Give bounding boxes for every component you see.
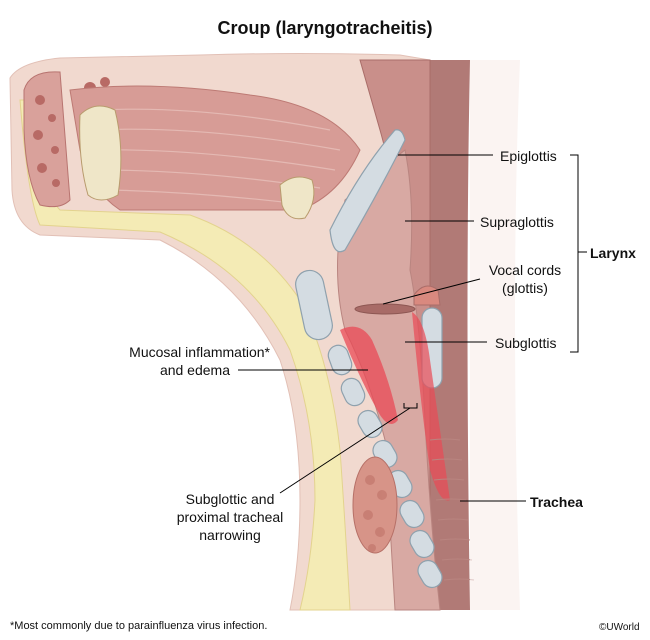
- label-trachea: Trachea: [530, 494, 583, 510]
- diagram-title: Croup (laryngotracheitis): [217, 18, 433, 38]
- label-epiglottis: Epiglottis: [500, 148, 557, 164]
- subglottic-edema-anterior: [340, 326, 398, 424]
- label-narrowing-line2: proximal tracheal: [176, 509, 284, 525]
- tongue-muscle: [69, 85, 361, 211]
- marrow-dots: [33, 77, 110, 187]
- label-subglottic-narrowing: Subglottic and proximal tracheal narrowi…: [165, 490, 295, 544]
- label-mucosal-line1: Mucosal inflammation*: [129, 344, 270, 360]
- label-narrowing-line1: Subglottic and: [185, 491, 275, 507]
- thyroid-gland: [352, 456, 398, 554]
- leader-lines: [238, 154, 587, 502]
- fat-layer: [19, 99, 351, 611]
- label-supraglottis: Supraglottis: [480, 214, 554, 230]
- hyoid-bone: [279, 176, 315, 220]
- jaw-bone: [79, 105, 122, 201]
- subglottic-edema-posterior: [412, 312, 450, 501]
- mandible: [23, 71, 71, 208]
- copyright: ©UWorld: [599, 622, 640, 633]
- label-subglottis: Subglottis: [495, 335, 557, 351]
- label-vocal-cords: Vocal cords (glottis): [480, 261, 570, 297]
- label-mucosal-inflammation: Mucosal inflammation* and edema: [95, 343, 270, 379]
- label-vocal-cords-line1: Vocal cords: [488, 262, 562, 278]
- label-larynx: Larynx: [590, 245, 636, 261]
- label-narrowing-line3: narrowing: [199, 527, 261, 543]
- vocal-cord: [354, 303, 416, 315]
- label-mucosal-line2: and edema: [159, 362, 230, 378]
- label-vocal-cords-line2: (glottis): [502, 280, 548, 296]
- footnote: *Most commonly due to parainfluenza viru…: [10, 620, 268, 632]
- tracheal-rings: [429, 438, 475, 581]
- epiglottis-shape: [329, 129, 406, 253]
